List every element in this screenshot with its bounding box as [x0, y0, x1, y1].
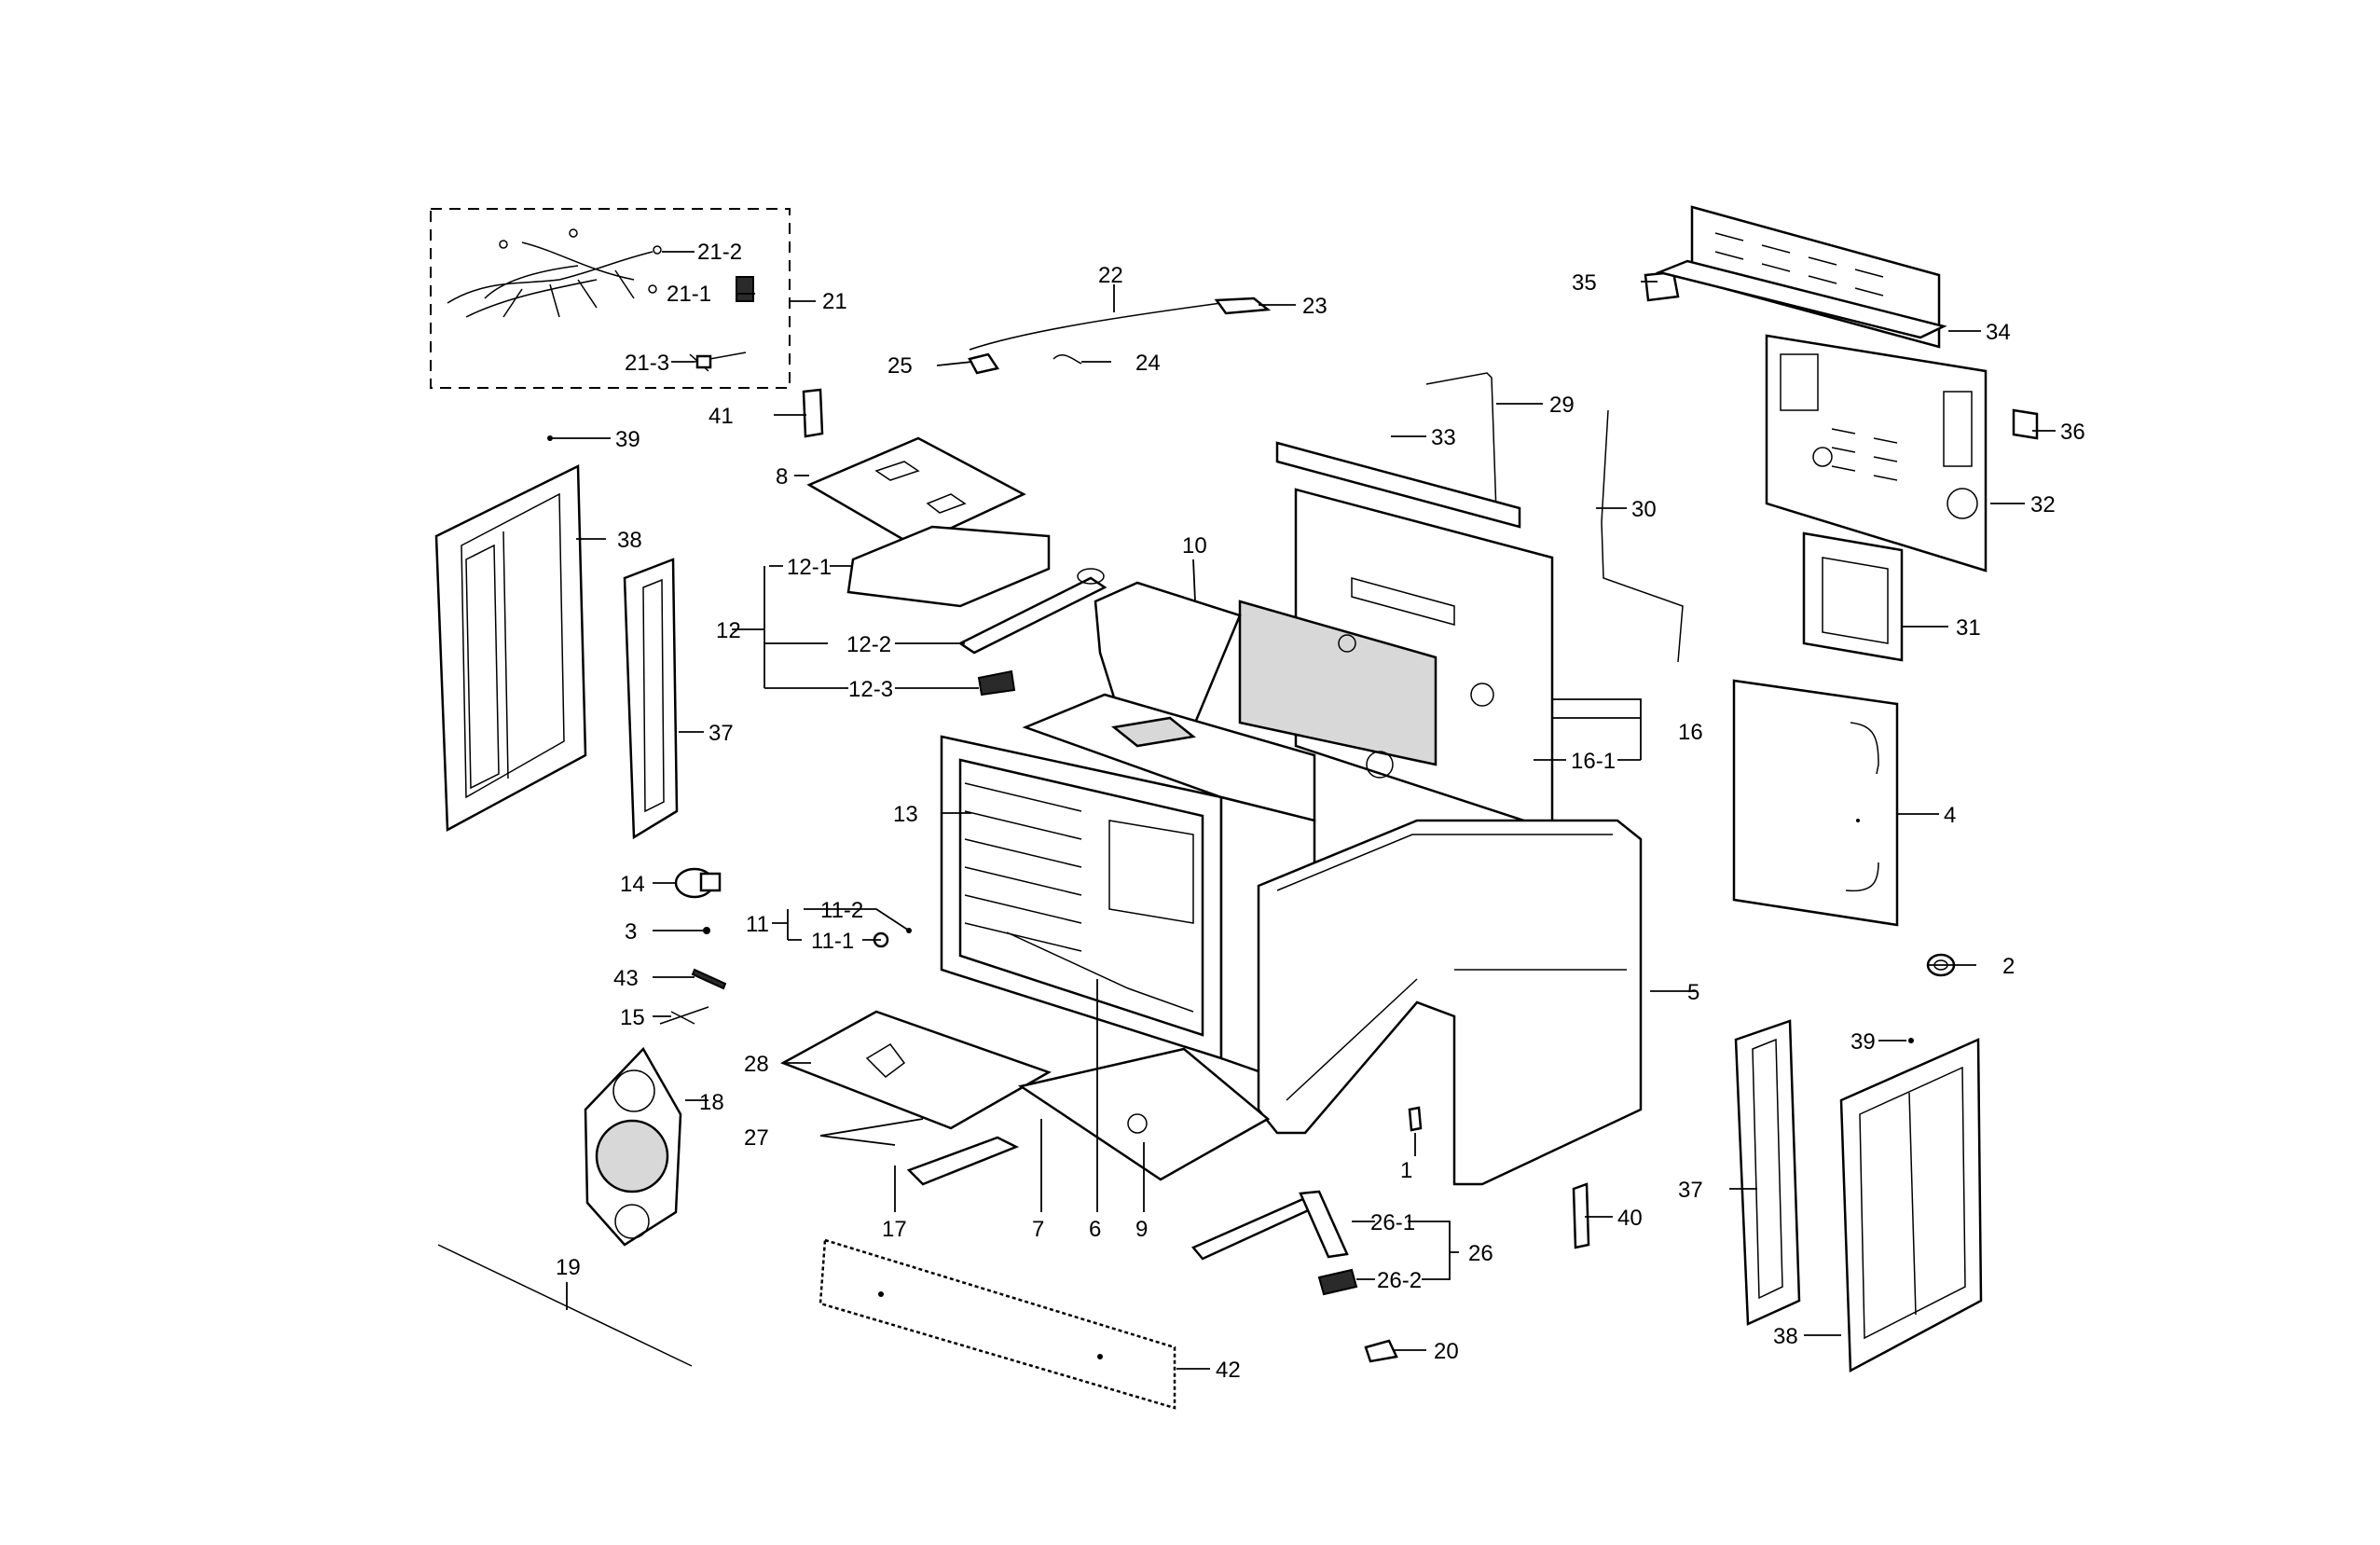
- part-37-side-trim-left: [623, 558, 679, 840]
- callout-19: 19: [556, 1255, 581, 1280]
- callout-35: 35: [1572, 270, 1597, 296]
- callout-27: 27: [744, 1125, 769, 1151]
- callout-2: 2: [2002, 954, 2015, 979]
- callout-25: 25: [887, 353, 913, 379]
- part-27-heater: [906, 1136, 1020, 1186]
- callout-14: 14: [620, 872, 645, 897]
- part-28-lower-tray: [780, 1010, 1052, 1130]
- callout-36: 36: [2060, 420, 2085, 445]
- callout-22: 22: [1098, 263, 1123, 288]
- callout-21: 21: [822, 289, 847, 314]
- callout-23: 23: [1302, 294, 1328, 319]
- callout-12-3: 12-3: [848, 677, 893, 702]
- part-29-tube: [1425, 372, 1497, 514]
- part-37-side-trim-right: [1734, 1019, 1801, 1326]
- callout-12: 12: [716, 618, 741, 643]
- callout-10: 10: [1182, 533, 1207, 559]
- part-22-25-wiring: [968, 297, 1272, 375]
- callout-26-1: 26-1: [1370, 1210, 1415, 1235]
- part-26-hinge-assembly: [1190, 1190, 1358, 1296]
- callout-21-2: 21-2: [697, 240, 742, 265]
- callout-24: 24: [1135, 351, 1161, 376]
- part-18-fan-cover: [584, 1046, 682, 1247]
- callout-29: 29: [1549, 393, 1575, 418]
- part-15-sensor: [659, 1006, 709, 1025]
- callout-39-right: 39: [1850, 1029, 1876, 1055]
- callout-38-right: 38: [1773, 1324, 1798, 1349]
- callout-21-1: 21-1: [667, 282, 711, 307]
- part-12-duct-assembly: [846, 525, 1107, 697]
- part-38-side-panel-left: [434, 464, 587, 833]
- callout-42: 42: [1216, 1358, 1241, 1383]
- callout-7: 7: [1032, 1217, 1044, 1242]
- part-40-bracket: [1572, 1182, 1590, 1249]
- part-30-tube: [1601, 409, 1684, 663]
- callout-labels: 21-2 21-1 21 21-3 22 23 24 25 35 34 36 3…: [556, 240, 2085, 1383]
- callout-13: 13: [893, 802, 918, 827]
- part-1-screw: [1408, 1106, 1423, 1132]
- callout-8: 8: [776, 464, 788, 490]
- callout-41: 41: [708, 404, 734, 429]
- callout-34: 34: [1986, 320, 2011, 345]
- callout-11-1: 11-1: [811, 929, 854, 954]
- callout-15: 15: [620, 1005, 645, 1030]
- callout-37-left: 37: [708, 721, 734, 746]
- callout-39-left: 39: [615, 427, 640, 452]
- callout-30: 30: [1631, 497, 1657, 522]
- callout-37-right: 37: [1678, 1178, 1703, 1203]
- part-33-top-rail: [1275, 441, 1521, 529]
- callout-12-1: 12-1: [787, 555, 832, 580]
- callout-26: 26: [1468, 1241, 1493, 1266]
- part-19-edge-strip: [437, 1244, 693, 1367]
- part-39-screw-right: [1908, 1038, 1914, 1043]
- part-11-fasteners: [873, 928, 912, 948]
- callout-17: 17: [882, 1217, 907, 1242]
- callout-33: 33: [1431, 425, 1456, 450]
- callout-4: 4: [1944, 803, 1956, 828]
- part-9-bottom-plate: [1017, 1047, 1271, 1181]
- callout-5: 5: [1687, 980, 1699, 1005]
- callout-11: 11: [746, 912, 769, 937]
- callout-6: 6: [1089, 1217, 1101, 1242]
- leader-lines: [550, 251, 2056, 1370]
- callout-18: 18: [699, 1090, 724, 1115]
- part-21-wire-harness-group: [430, 208, 791, 389]
- part-31-bracket: [1802, 531, 1904, 662]
- part-8-top-plate: [806, 436, 1026, 547]
- callout-3: 3: [625, 919, 637, 945]
- part-42-kick-plate: [819, 1238, 1176, 1410]
- callout-11-2: 11-2: [820, 898, 863, 923]
- callout-28: 28: [744, 1052, 769, 1077]
- part-4-cover-plate: [1732, 679, 1899, 927]
- callout-31: 31: [1956, 615, 1981, 641]
- callout-16-1: 16-1: [1571, 749, 1616, 774]
- callout-16: 16: [1678, 720, 1703, 745]
- part-5-insulation-wrap: [1257, 819, 1643, 1186]
- callout-26-2: 26-2: [1377, 1268, 1422, 1293]
- part-3-screw: [703, 927, 710, 934]
- part-43-rod: [691, 968, 727, 990]
- callout-20: 20: [1434, 1339, 1459, 1364]
- callout-38-left: 38: [617, 528, 642, 553]
- callout-32: 32: [2030, 492, 2056, 517]
- callout-9: 9: [1135, 1217, 1148, 1242]
- part-38-side-panel-right: [1839, 1038, 1983, 1373]
- callout-12-2: 12-2: [846, 632, 891, 657]
- callout-40: 40: [1617, 1206, 1643, 1231]
- part-14-lamp: [674, 867, 722, 899]
- part-16-side-panel: [1238, 488, 1554, 832]
- callout-1: 1: [1400, 1158, 1412, 1183]
- part-41-bracket: [802, 388, 824, 438]
- callout-43: 43: [613, 966, 639, 991]
- part-34-rear-cover: [1655, 205, 1947, 349]
- callout-21-3: 21-3: [625, 351, 669, 376]
- part-20-clip: [1364, 1339, 1398, 1363]
- part-32-rear-panel: [1765, 334, 2039, 572]
